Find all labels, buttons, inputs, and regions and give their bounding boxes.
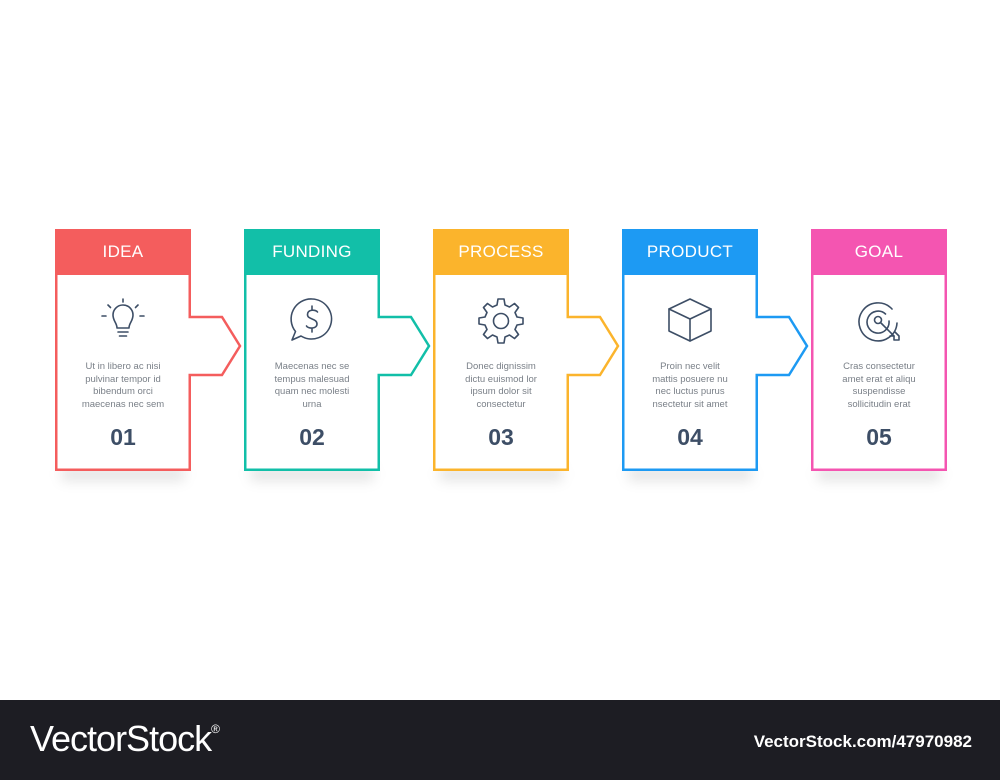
brand-logo: VectorStock® (30, 718, 220, 760)
description-line: pulvinar tempor id (85, 373, 161, 385)
watermark-footer: VectorStock® VectorStock.com/47970982 (0, 700, 1000, 780)
description-line: nsectetur sit amet (652, 398, 728, 410)
step-description: Proin nec velit mattis posuere nu nec lu… (634, 361, 746, 411)
step-description: Donec dignissim dictu euismod lor ipsum … (445, 361, 557, 411)
step-goal: GOAL Cras consectetur amet erat et aliqu… (811, 229, 947, 481)
step-title: FUNDING (244, 229, 380, 275)
description-line: ipsum dolor sit (470, 386, 532, 397)
description-line: mattis posuere nu (652, 373, 728, 385)
step-number: 01 (110, 424, 136, 450)
step-number: 03 (488, 424, 514, 450)
step-description: Cras consectetur amet erat et aliqu susp… (823, 361, 935, 411)
description-line: consectetur (476, 398, 526, 410)
description-line: Cras consectetur (843, 361, 915, 372)
card-outline (811, 275, 947, 471)
gear-icon (478, 298, 524, 344)
step-funding: FUNDING Maecenas nec se tempus malesuad … (244, 229, 431, 481)
description-line: amet erat et aliqu (842, 373, 916, 385)
step-title: GOAL (811, 229, 947, 275)
step-product: PRODUCT Proin nec velit mattis posuere n… (622, 229, 809, 481)
infographic: IDEA Ut in libero ac nisi pulvinar tempo… (55, 229, 947, 481)
brand-logo-text: VectorStock (30, 718, 212, 759)
step-idea: IDEA Ut in libero ac nisi pulvinar tempo… (55, 229, 242, 481)
target-icon (858, 302, 900, 342)
registered-mark: ® (211, 722, 220, 736)
arrow-outline (55, 275, 242, 471)
description-line: bibendum orci (93, 386, 153, 397)
description-line: Proin nec velit (660, 361, 720, 372)
cube-icon (668, 298, 712, 342)
step-title: PRODUCT (622, 229, 758, 275)
step-description: Ut in libero ac nisi pulvinar tempor id … (67, 361, 179, 411)
step-title: PROCESS (433, 229, 569, 275)
lightbulb-icon (101, 298, 145, 337)
description-line: Ut in libero ac nisi (85, 361, 161, 372)
description-line: suspendisse (852, 386, 906, 397)
arrow-outline (433, 275, 620, 471)
step-number: 02 (299, 424, 325, 450)
description-line: dictu euismod lor (465, 373, 537, 385)
step-description: Maecenas nec se tempus malesuad quam nec… (256, 361, 368, 411)
description-line: maecenas nec sem (81, 398, 165, 410)
step-title: IDEA (55, 229, 191, 275)
dollar-chat-icon (290, 298, 333, 341)
step-number: 05 (866, 424, 892, 450)
description-line: Maecenas nec se (274, 361, 350, 372)
description-line: quam nec molesti (274, 386, 350, 397)
description-line: nec luctus purus (655, 386, 725, 397)
description-line: tempus malesuad (274, 373, 350, 385)
arrow-outline (244, 275, 431, 471)
description-line: urna (302, 398, 322, 410)
arrow-outline (622, 275, 809, 471)
step-process: PROCESS Donec dignissim dictu euismod lo… (433, 229, 620, 481)
description-line: Donec dignissim (466, 361, 536, 372)
step-number: 04 (677, 424, 703, 450)
description-line: sollicitudin erat (847, 398, 911, 410)
image-credit: VectorStock.com/47970982 (753, 732, 972, 751)
